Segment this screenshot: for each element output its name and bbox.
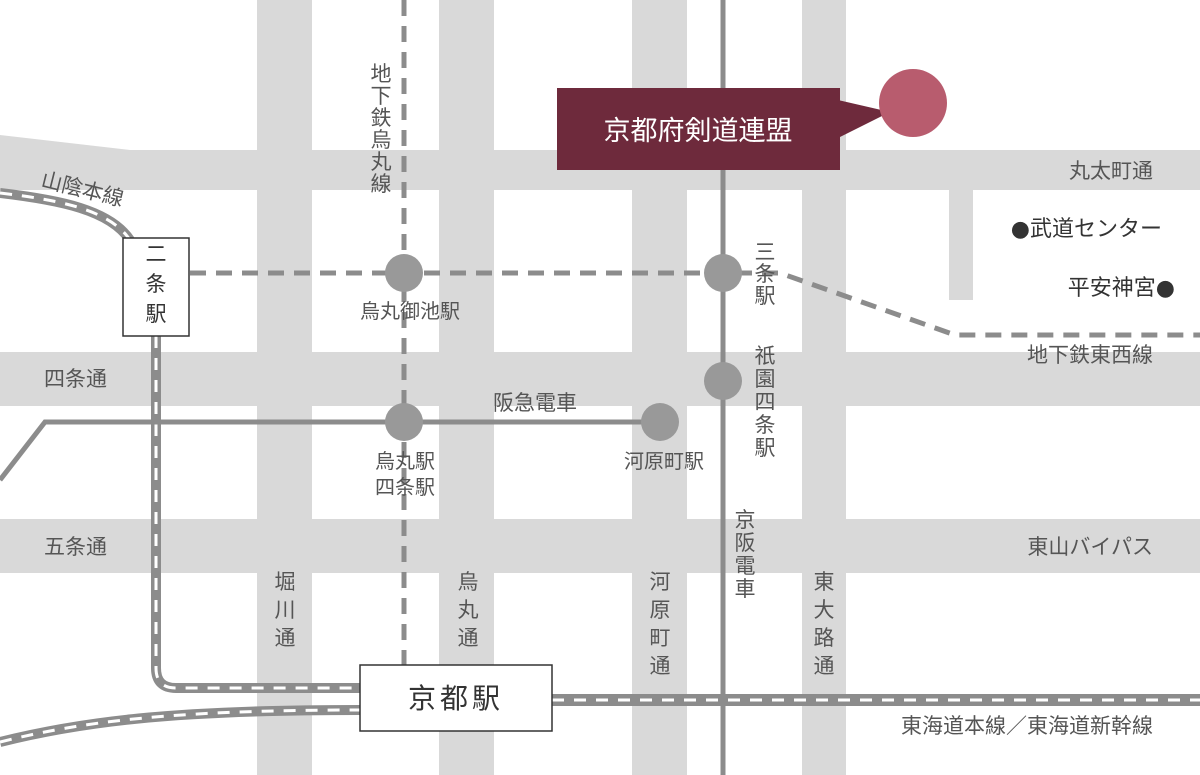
karasuma-oike-label: 烏丸御池駅 <box>360 299 460 323</box>
vertical-labels: 地下鉄烏丸線 三条駅 祇園四条駅 京阪電車 堀川通 烏丸通 河原町通 東大路通 <box>275 62 835 678</box>
karasuma-road-label: 烏丸通 <box>458 570 479 650</box>
gion-shijo-station-dot[interactable] <box>704 362 742 400</box>
budo-center-label[interactable]: ●武道センター <box>1011 217 1162 242</box>
kawaramachi-station-label: 河原町駅 <box>624 449 704 473</box>
jingu-road <box>949 190 973 300</box>
higashiyama-bypass-label: 東山バイパス <box>1027 535 1153 559</box>
gojo-road <box>0 519 1200 573</box>
hankyu-label: 阪急電車 <box>493 391 577 415</box>
nijo-station-box[interactable]: 二条駅 <box>122 237 190 337</box>
horizontal-labels: 丸太町通 四条通 五条通 東山バイパス 地下鉄東西線 阪急電車 東海道本線／東海… <box>44 159 1175 738</box>
tokaido-line <box>0 694 1200 747</box>
tokaido-label: 東海道本線／東海道新幹線 <box>901 714 1153 738</box>
hankyu-line <box>0 419 660 482</box>
destination-callout[interactable]: 京都府剣道連盟 <box>557 69 947 170</box>
heian-jingu-label[interactable]: 平安神宮● <box>1068 276 1175 301</box>
kyoto-station-label: 京都駅 <box>408 682 504 715</box>
karasuma-oike-station-dot[interactable] <box>385 254 423 292</box>
shijo-road <box>0 352 1200 406</box>
horikawa-label: 堀川通 <box>275 570 296 650</box>
higashioji-label: 東大路通 <box>814 570 835 678</box>
subway-karasuma-label: 地下鉄烏丸線 <box>371 62 392 196</box>
keihan-label: 京阪電車 <box>735 508 756 601</box>
sanjo-station-label: 三条駅 <box>755 240 776 308</box>
sanin-line <box>0 188 360 693</box>
gion-shijo-station-label: 祇園四条駅 <box>755 344 776 460</box>
gojo-label: 五条通 <box>44 535 107 559</box>
sanjo-station-dot[interactable] <box>704 254 742 292</box>
kyoto-station-box[interactable]: 京都駅 <box>359 664 553 732</box>
subway-tozai-label: 地下鉄東西線 <box>1027 343 1153 367</box>
karasuma-shijo-station-dot[interactable] <box>385 403 423 441</box>
station-dots <box>385 254 742 441</box>
shijo-label: 四条通 <box>44 367 107 391</box>
nijo-station-label: 二条駅 <box>146 242 167 326</box>
subway-tozai-line <box>190 270 1200 338</box>
karasuma-shijo-label: 烏丸駅四条駅 <box>375 449 435 499</box>
destination-marker[interactable] <box>879 69 947 137</box>
destination-title: 京都府剣道連盟 <box>604 116 793 147</box>
kawaramachi-station-dot[interactable] <box>641 403 679 441</box>
kawaramachi-road-label: 河原町通 <box>650 570 671 678</box>
marutamachi-label: 丸太町通 <box>1069 159 1153 183</box>
